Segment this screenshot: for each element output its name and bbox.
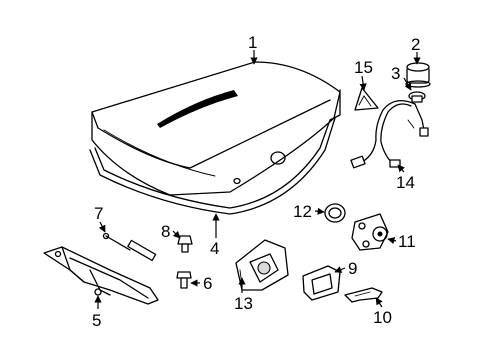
weatherstrip-part bbox=[89, 89, 341, 215]
bolt-part bbox=[177, 235, 193, 253]
callout-10: 10 bbox=[373, 308, 392, 327]
callout-5: 5 bbox=[92, 311, 101, 330]
lock-cylinder-part bbox=[351, 213, 389, 251]
latch-part bbox=[302, 265, 341, 301]
gas-strut-part bbox=[102, 232, 157, 262]
bracket-part bbox=[354, 87, 379, 111]
lock-cylinder-ring-part bbox=[324, 203, 346, 223]
callout-4: 4 bbox=[210, 239, 219, 258]
wiring-harness-part bbox=[350, 99, 429, 169]
callout-9: 9 bbox=[348, 259, 357, 278]
callout-1: 1 bbox=[248, 33, 257, 52]
callout-7: 7 bbox=[94, 204, 103, 223]
callout-6: 6 bbox=[203, 274, 212, 293]
callout-13: 13 bbox=[234, 294, 253, 313]
leader-lines bbox=[94, 50, 421, 309]
callout-3: 3 bbox=[391, 64, 400, 83]
screw-part bbox=[176, 271, 192, 289]
trunk-lid-part bbox=[91, 61, 341, 196]
grommet-part bbox=[408, 91, 426, 103]
callout-15: 15 bbox=[354, 58, 373, 77]
callout-8: 8 bbox=[161, 222, 170, 241]
callout-11: 11 bbox=[398, 232, 416, 251]
striker-part bbox=[344, 287, 383, 303]
hinge-part bbox=[43, 246, 159, 305]
callout-2: 2 bbox=[411, 35, 420, 54]
callout-labels: 1 2 3 4 5 6 7 8 9 10 11 12 13 14 15 bbox=[92, 33, 420, 330]
latch-bracket-part bbox=[235, 239, 289, 291]
callout-14: 14 bbox=[396, 173, 415, 192]
cap-part bbox=[405, 62, 431, 88]
callout-12: 12 bbox=[293, 202, 312, 221]
